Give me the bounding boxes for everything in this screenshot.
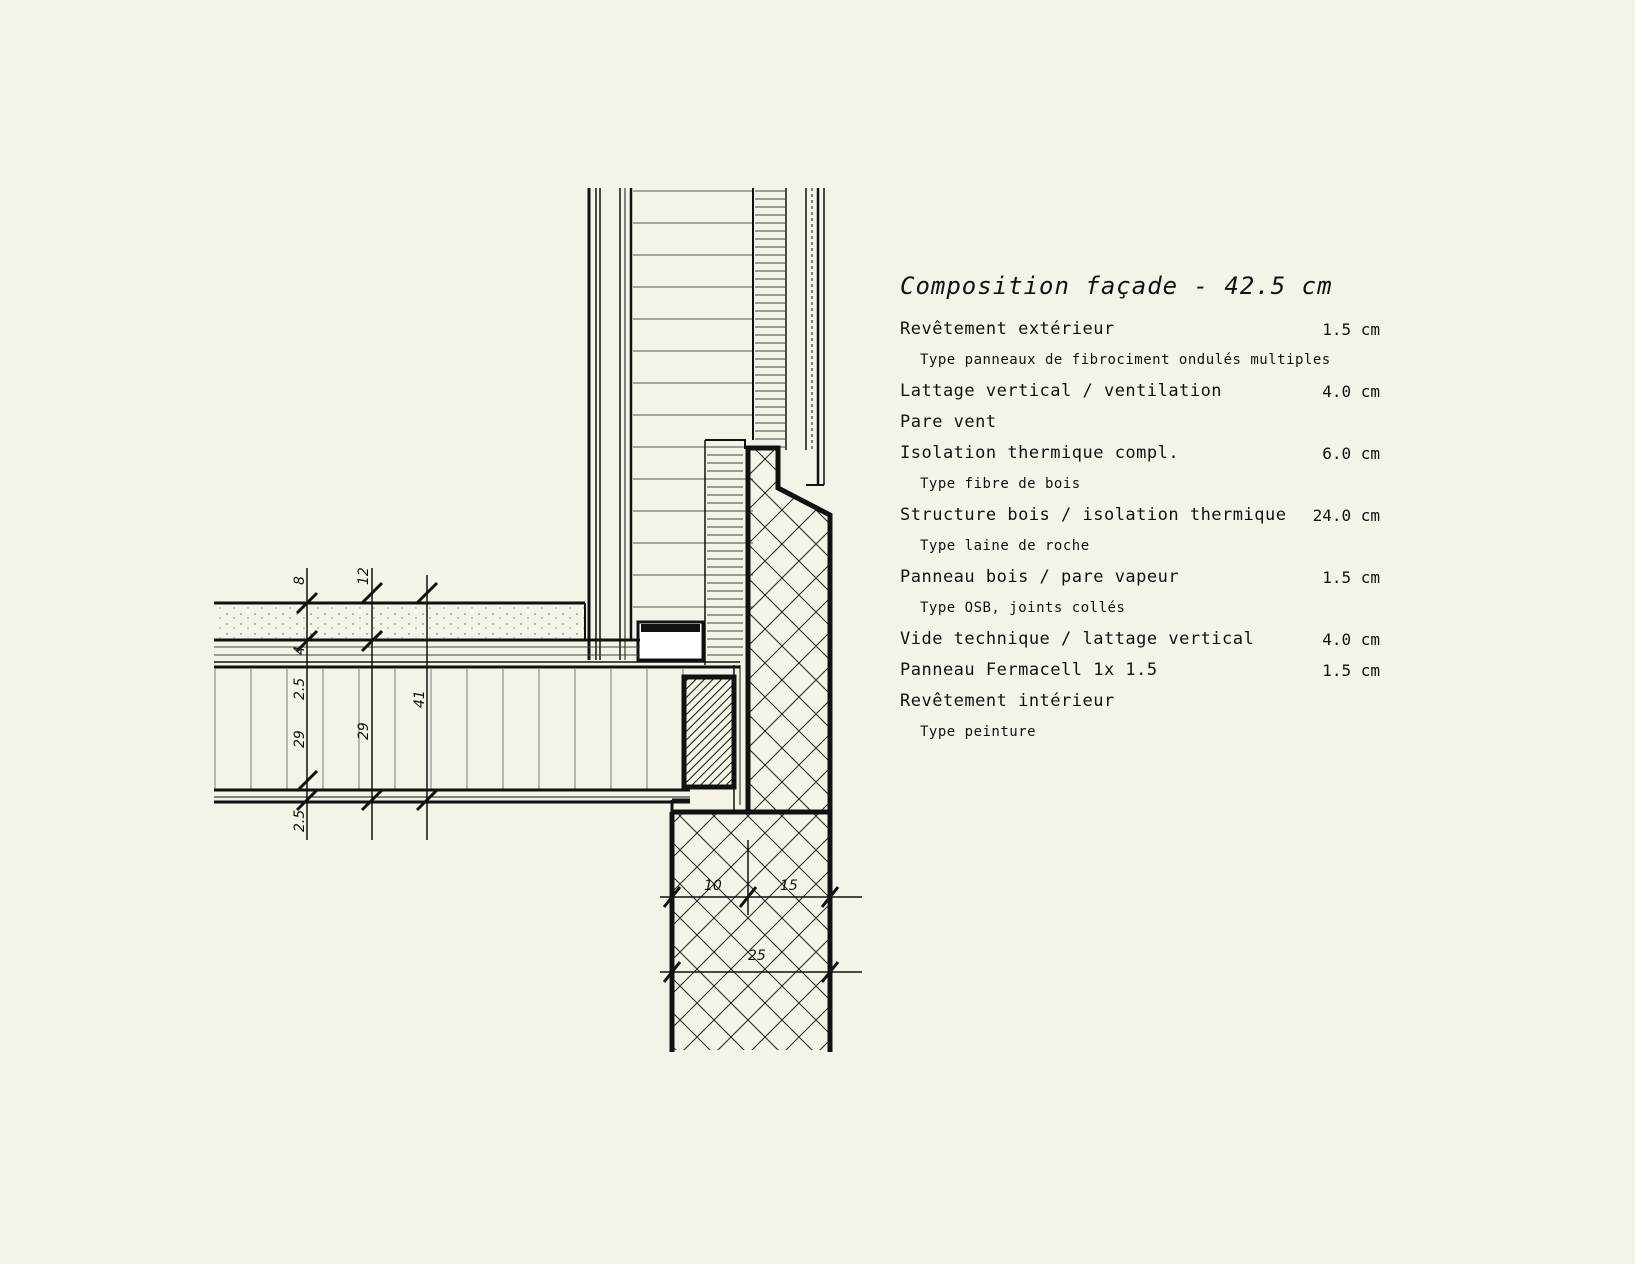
legend-row-value: 24.0 cm (1312, 506, 1380, 525)
legend-row-value: 4.0 cm (1322, 382, 1380, 401)
legend-row-label: Isolation thermique compl. (900, 443, 1180, 463)
legend-row: Isolation thermique compl. 6.0 cm (900, 438, 1380, 469)
concrete-wall (669, 445, 833, 1052)
dim-floor-left-a: 29 (292, 730, 308, 748)
dim-floor-top-2: 12 (356, 567, 372, 585)
legend-row: Type laine de roche (900, 531, 1380, 562)
dim-wall-outer: 15 (780, 878, 798, 894)
legend-row-label: Type panneaux de fibrociment ondulés mul… (920, 352, 1331, 368)
legend-row-label: Type fibre de bois (920, 476, 1081, 492)
legend-row-label: Revêtement intérieur (900, 691, 1115, 711)
legend-row: Type panneaux de fibrociment ondulés mul… (900, 345, 1380, 376)
dim-floor-mid: 29 (356, 722, 372, 740)
legend-row: Lattage vertical / ventilation 4.0 cm (900, 376, 1380, 407)
legend-row: Revêtement intérieur (900, 686, 1380, 717)
legend-row: Type peinture (900, 717, 1380, 748)
legend-rows: Revêtement extérieur 1.5 cm Type panneaux … (900, 314, 1380, 748)
legend-row-value: 1.5 cm (1322, 320, 1380, 339)
facade-composition-legend: Composition façade - 42.5 cm Revêtement … (900, 272, 1380, 748)
legend-title: Composition façade - 42.5 cm (900, 272, 1333, 300)
legend-row: Type fibre de bois (900, 469, 1380, 500)
dim-floor-left-b: 2.5 (292, 678, 308, 700)
legend-row-label: Type OSB, joints collés (920, 600, 1126, 616)
legend-row-label: Structure bois / isolation thermique (900, 505, 1287, 525)
dim-floor-top-1: 8 (292, 576, 308, 585)
dim-floor-bottom: 2.5 (292, 810, 308, 832)
legend-row-label: Lattage vertical / ventilation (900, 381, 1223, 401)
legend-row-value: 6.0 cm (1322, 444, 1380, 463)
legend-row-label: Panneau bois / pare vapeur (900, 567, 1180, 587)
dim-floor-total: 41 (412, 690, 428, 708)
legend-row-value: 1.5 cm (1322, 568, 1380, 587)
legend-row: Pare vent (900, 407, 1380, 438)
legend-row: Type OSB, joints collés (900, 593, 1380, 624)
legend-row-label: Vide technique / lattage vertical (900, 629, 1255, 649)
legend-row-label: Revêtement extérieur (900, 319, 1115, 339)
legend-row: Structure bois / isolation thermique 24.0… (900, 500, 1380, 531)
legend-row-value: 4.0 cm (1322, 630, 1380, 649)
legend-row-label: Type peinture (920, 724, 1037, 740)
legend-row: Vide technique / lattage vertical 4.0 cm (900, 624, 1380, 655)
legend-row-label: Pare vent (900, 412, 997, 432)
floor-slab (214, 601, 741, 810)
dim-wall-inner: 10 (704, 878, 722, 894)
legend-row: Panneau bois / pare vapeur 1.5 cm (900, 562, 1380, 593)
legend-row: Panneau Fermacell 1x 1.5 1.5 cm (900, 655, 1380, 686)
dim-wall-total: 25 (748, 948, 766, 964)
wall-dimensions (660, 840, 862, 983)
upper-wall (587, 188, 825, 665)
dim-floor-thin: 4 (292, 646, 308, 655)
legend-row: Revêtement extérieur 1.5 cm (900, 314, 1380, 345)
legend-row-value: 1.5 cm (1322, 661, 1380, 680)
legend-row-label: Type laine de roche (920, 538, 1090, 554)
floor-dimensions (295, 568, 439, 840)
legend-row-label: Panneau Fermacell 1x 1.5 (900, 660, 1158, 680)
